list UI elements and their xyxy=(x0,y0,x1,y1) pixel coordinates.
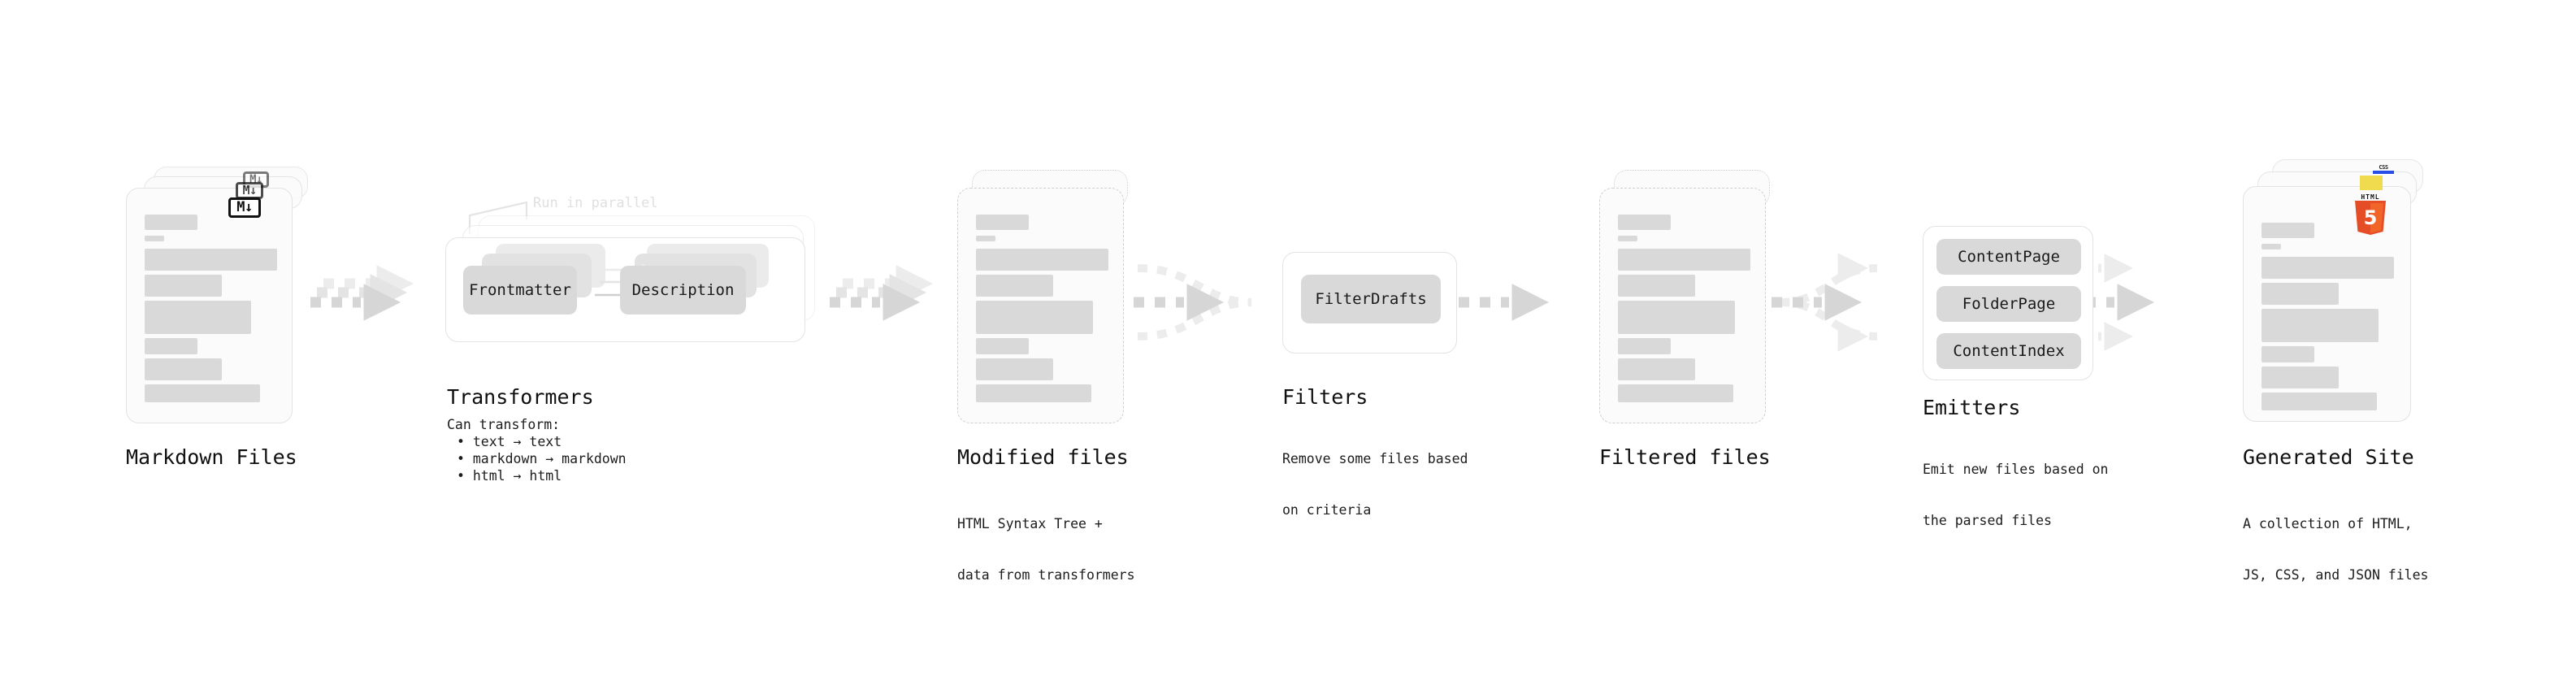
skeleton-bar xyxy=(2262,393,2377,410)
skeleton-bar xyxy=(1618,249,1750,271)
arrow-filters-to-filtered xyxy=(1459,284,1548,320)
skeleton-bar xyxy=(2262,309,2379,342)
markdown-badge: M↓ xyxy=(228,197,261,218)
description-line: A collection of HTML, xyxy=(2243,516,2413,531)
filtered-sheet-front xyxy=(1599,188,1766,423)
skeleton-bar xyxy=(1618,236,1637,241)
emitters-group: ContentPage FolderPage ContentIndex xyxy=(1923,226,2093,380)
generated-site-stack: CSS HTML 5 xyxy=(2243,159,2454,427)
transformer-chip-frontmatter[interactable]: Frontmatter xyxy=(463,266,577,314)
bullet-item: • text → text xyxy=(457,434,562,449)
skeleton-bar xyxy=(2262,283,2339,305)
skeleton-bar xyxy=(145,236,164,241)
js-badge xyxy=(2360,176,2383,190)
description-line: JS, CSS, and JSON files xyxy=(2243,567,2429,583)
skeleton-bar xyxy=(976,338,1029,354)
description-line: Emit new files based on xyxy=(1923,462,2109,477)
transformer-chip-description[interactable]: Description xyxy=(620,266,746,314)
filtered-files-stack xyxy=(1599,167,1786,427)
skeleton-bar xyxy=(1618,275,1695,297)
stage-title-filtered-files: Filtered files xyxy=(1599,445,1771,469)
skeleton-bar xyxy=(976,275,1053,297)
skeleton-bar xyxy=(1618,301,1735,334)
markdown-files-stack: M↓ M↓ M↓ xyxy=(126,167,313,427)
skeleton-bar xyxy=(145,249,277,271)
markdown-badge: M↓ xyxy=(236,182,263,199)
bullet-item: • html → html xyxy=(457,468,562,484)
html5-shield-icon: 5 xyxy=(2355,201,2386,235)
transformers-description-heading: Can transform: xyxy=(447,417,561,432)
modified-sheet-front xyxy=(957,188,1124,423)
filter-chip-filterdrafts[interactable]: FilterDrafts xyxy=(1301,275,1441,323)
skeleton-bar xyxy=(976,249,1108,271)
css-badge-label: CSS xyxy=(2379,164,2388,171)
skeleton-bar xyxy=(976,236,995,241)
stage-title-emitters: Emitters xyxy=(1923,396,2021,419)
markdown-sheet-front xyxy=(126,188,293,423)
emitters-description: Emit new files based on the parsed files xyxy=(1923,427,2108,563)
skeleton-bar xyxy=(2262,244,2281,249)
stage-title-markdown-files: Markdown Files xyxy=(126,445,297,469)
html5-badge: HTML 5 xyxy=(2353,193,2388,236)
emitter-chip-folderpage[interactable]: FolderPage xyxy=(1936,286,2081,322)
arrow-md-to-transformers xyxy=(310,266,413,320)
arrow-filtered-to-emitters xyxy=(1772,253,1878,352)
filters-group: FilterDrafts xyxy=(1282,252,1457,354)
skeleton-bar xyxy=(145,215,197,230)
skeleton-bar xyxy=(145,338,197,354)
skeleton-bar xyxy=(1618,338,1671,354)
emitter-chip-contentindex[interactable]: ContentIndex xyxy=(1936,333,2081,369)
description-line: the parsed files xyxy=(1923,513,2052,528)
skeleton-bar xyxy=(145,384,260,402)
description-line: on criteria xyxy=(1282,502,1372,518)
filters-description: Remove some files based on criteria xyxy=(1282,416,1468,553)
modified-files-stack xyxy=(957,167,1144,427)
skeleton-bar xyxy=(1618,215,1671,230)
skeleton-bar xyxy=(2262,223,2314,238)
css-badge: CSS xyxy=(2373,164,2394,174)
skeleton-bar xyxy=(2262,346,2314,362)
description-line: Remove some files based xyxy=(1282,451,1468,466)
run-in-parallel-callout: Run in parallel xyxy=(533,195,658,211)
skeleton-bar xyxy=(1618,384,1733,402)
html5-badge-label: HTML xyxy=(2361,193,2380,201)
description-line: HTML Syntax Tree + xyxy=(957,516,1103,531)
stage-title-generated-site: Generated Site xyxy=(2243,445,2414,469)
skeleton-bar xyxy=(1618,358,1695,380)
generated-site-description: A collection of HTML, JS, CSS, and JSON … xyxy=(2243,481,2428,618)
transformers-stack: Frontmatter Description xyxy=(445,215,852,378)
transformers-bullet-list: • text → text • markdown → markdown • ht… xyxy=(457,433,627,484)
skeleton-bar xyxy=(2262,257,2394,279)
description-line: data from transformers xyxy=(957,567,1135,583)
skeleton-bar xyxy=(976,301,1093,334)
modified-files-description: HTML Syntax Tree + data from transformer… xyxy=(957,481,1135,618)
skeleton-bar xyxy=(976,384,1091,402)
arrow-modified-to-filters xyxy=(1134,264,1252,340)
skeleton-bar xyxy=(145,275,222,297)
stage-title-modified-files: Modified files xyxy=(957,445,1129,469)
skeleton-bar xyxy=(145,301,251,334)
svg-text:5: 5 xyxy=(2364,206,2378,229)
skeleton-bar xyxy=(2262,367,2339,388)
emitter-chip-contentpage[interactable]: ContentPage xyxy=(1936,239,2081,275)
stage-title-transformers: Transformers xyxy=(447,385,594,409)
stage-title-filters: Filters xyxy=(1282,385,1368,409)
bullet-item: • markdown → markdown xyxy=(457,451,627,466)
skeleton-bar xyxy=(976,215,1029,230)
skeleton-bar xyxy=(145,358,222,380)
skeleton-bar xyxy=(976,358,1053,380)
css-badge-bar xyxy=(2373,171,2394,174)
